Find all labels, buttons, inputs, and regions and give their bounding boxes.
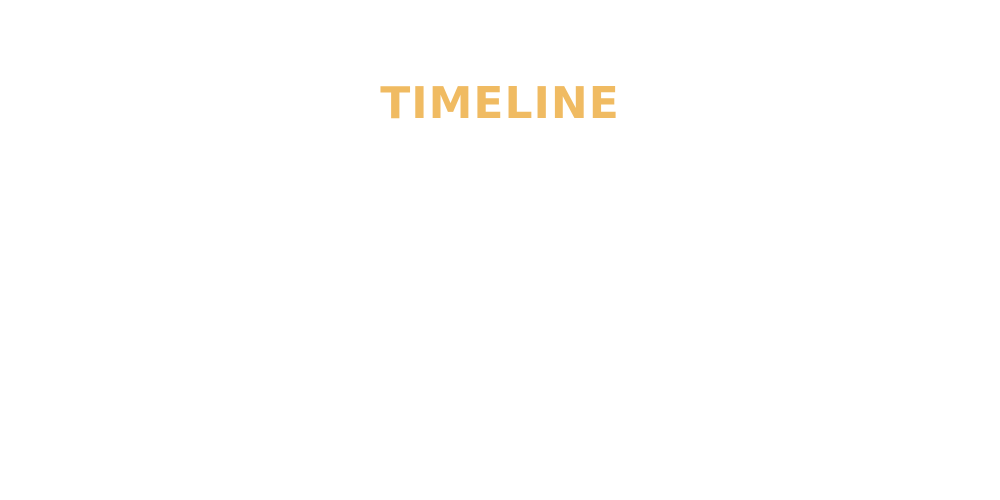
page-title: TIMELINE [380,78,620,129]
